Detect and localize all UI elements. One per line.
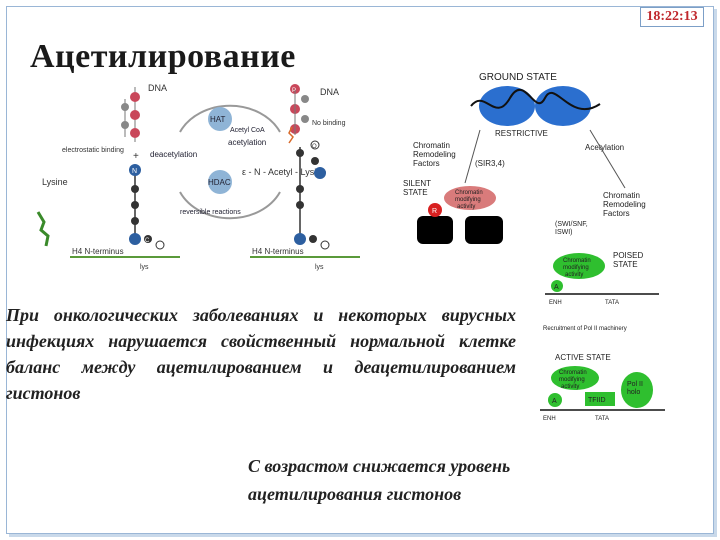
main-paragraph: При онкологических заболеваниях и некото…	[6, 302, 516, 406]
acetylation-arrow-label: Acetylation	[585, 143, 624, 152]
dna-right-label: DNA	[320, 87, 339, 97]
enh-label-active: ENH	[543, 416, 556, 422]
hdac-label: HDAC	[208, 178, 231, 187]
tata-label-active: TATA	[595, 416, 609, 422]
hat-label: HAT	[210, 115, 226, 124]
c-label-left: C	[145, 238, 150, 244]
acetylation-schematic: HAT HDAC Acetyl CoA acetylation deacetyl…	[30, 77, 390, 277]
lys-right: lys	[315, 264, 324, 271]
acetyl-coa-label: Acetyl CoA	[230, 127, 265, 134]
n-label-left: N	[132, 168, 137, 175]
deacetylation-label: deacetylation	[150, 150, 197, 159]
o-label: O	[312, 144, 317, 150]
n-terminus-left: H4 N-terminus	[72, 247, 124, 256]
dna-left-label: DNA	[148, 83, 167, 93]
recruitment-label: Recruitment of Pol II machinery	[543, 326, 627, 332]
acetyl-lysine-label: ε - N - Acetyl - Lysine	[242, 167, 326, 177]
acetylation-label: acetylation	[228, 138, 266, 147]
reversible-label: reversible reactions	[180, 209, 241, 216]
clock-time: 18:22:13	[640, 7, 704, 27]
tfiid-label: TFIID	[588, 397, 606, 404]
plus-sign: +	[133, 151, 139, 162]
n-terminus-right: H4 N-terminus	[252, 247, 304, 256]
lysine-label: Lysine	[42, 177, 68, 187]
a-label-active: A	[552, 398, 557, 405]
restrictive-label: RESTRICTIVE	[495, 129, 548, 138]
r-label: R	[432, 208, 437, 215]
enh-label-poised: ENH	[549, 300, 562, 306]
p-label: P	[292, 88, 296, 94]
active-state-label: ACTIVE STATE	[555, 353, 611, 362]
a-label-poised: A	[554, 284, 559, 291]
sir-label: (SIR3,4)	[475, 159, 505, 168]
no-binding-label: No binding	[312, 120, 346, 127]
age-note: С возрастом снижается уровень ацетилиров…	[248, 452, 628, 508]
slide-title: Ацетилирование	[30, 38, 296, 76]
lys-left: lys	[140, 264, 149, 271]
electrostatic-label: electrostatic binding	[62, 147, 124, 154]
tata-label-poised: TATA	[605, 300, 619, 306]
ground-state-label: GROUND STATE	[479, 72, 557, 83]
